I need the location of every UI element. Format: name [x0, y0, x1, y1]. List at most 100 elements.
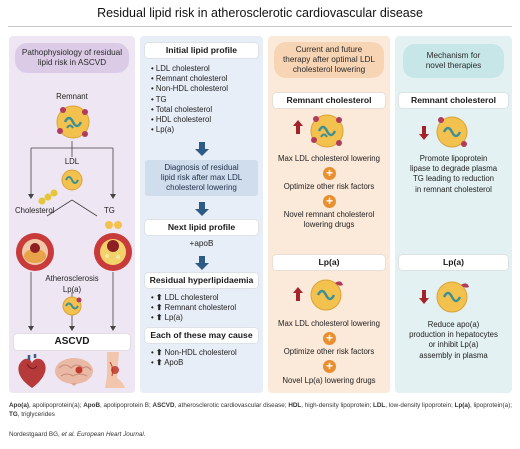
list-item-label: Non-HDL cholesterol — [155, 84, 228, 94]
list-item: • ⬆ ApoB — [151, 358, 259, 368]
header-line: novel therapies — [425, 61, 482, 70]
header-line: therapy after optimal LDL — [283, 55, 375, 64]
list-item: • ⬆ LDL cholesterol — [151, 293, 259, 303]
abbrev-term: HDL — [288, 402, 302, 409]
header-line: lipid risk in ASCVD — [37, 58, 107, 67]
list-item-label: Total cholesterol — [155, 104, 213, 114]
panel-lipid-profile: Initial lipid profile • LDL cholesterol … — [140, 36, 263, 393]
abbrev-def: , atherosclerotic cardiovascular disease… — [174, 402, 289, 409]
up-arrow-icon: ⬆ — [155, 303, 163, 313]
list-item-label: Lp(a) — [155, 125, 175, 135]
text-line: in remnant cholesterol — [415, 184, 492, 194]
cholesterol-label: Cholesterol — [15, 206, 55, 215]
diagnosis-line: lipid risk after max LDL — [160, 173, 243, 182]
remnant-cholesterol-title: Remnant cholesterol — [273, 93, 385, 108]
down-arrow-icon — [195, 202, 209, 216]
list-item: • TG — [151, 95, 259, 105]
abbreviations-line: Apo(a), apolipoprotein(a); ApoB, apolipo… — [9, 402, 515, 411]
remnant-cholesterol-title: Remnant cholesterol — [399, 93, 508, 108]
list-item-label: LDL cholesterol — [155, 64, 210, 73]
ldl-particle-icon — [61, 169, 83, 191]
tg-label: TG — [104, 206, 115, 215]
abbrev-term: LDL — [373, 402, 386, 409]
heart-icon — [18, 354, 46, 388]
therapy-step: Optimize other risk factors — [283, 347, 375, 356]
therapy-step: Novel Lp(a) lowering drugs — [282, 376, 376, 385]
up-arrow-icon: ⬆ — [155, 313, 163, 323]
up-arrow-icon — [293, 120, 303, 134]
residual-list: • ⬆ LDL cholesterol • ⬆ Remnant choleste… — [151, 293, 259, 324]
down-arrow-icon — [419, 126, 429, 140]
leg-icon — [105, 352, 125, 388]
up-arrow-icon: ⬆ — [155, 293, 163, 302]
header-line: Current and future — [295, 45, 363, 54]
lpa-particle-icon — [436, 281, 469, 313]
consequence-list: • ⬆ Non-HDL cholesterol • ⬆ ApoB — [151, 348, 259, 368]
header-line: Mechanism for — [426, 51, 481, 60]
citation: Nordestgaard BG, et al. European Heart J… — [9, 431, 146, 440]
header-line: Pathophysiology of residual — [21, 48, 123, 57]
panel-pathophysiology: Pathophysiology of residual lipid risk i… — [9, 36, 135, 393]
text-line: assembly in plasma — [419, 350, 488, 360]
step-line: lowering drugs — [303, 220, 355, 230]
list-item: • ⬆ Remnant cholesterol — [151, 303, 259, 313]
bullet-icon: • — [151, 293, 154, 302]
list-item: • Total cholesterol — [151, 105, 259, 115]
pathophysiology-header: Pathophysiology of residual lipid risk i… — [15, 43, 129, 73]
citation-journal: et al. European Heart Journal. — [61, 431, 146, 438]
mechanism-text: Promote lipoprotein lipase to degrade pl… — [397, 154, 510, 195]
plus-icon: + — [323, 332, 336, 345]
down-arrow-icon — [195, 256, 209, 270]
diagnosis-line: cholesterol lowering — [166, 183, 237, 192]
bullet-icon: • — [151, 358, 154, 368]
panel-mechanism: Mechanism for novel therapies Remnant ch… — [395, 36, 512, 393]
abbrev-def: , apolipoprotein B; — [100, 402, 153, 409]
up-arrow-icon — [293, 287, 303, 301]
up-arrow-icon: ⬆ — [155, 348, 163, 357]
artery-plaque-icon — [16, 233, 54, 271]
list-item-label: Lp(a) — [164, 313, 183, 323]
residual-header: Residual hyperlipidaemia — [145, 273, 258, 288]
plus-icon: + — [323, 195, 336, 208]
list-item-label: HDL cholesterol — [155, 115, 212, 125]
panel-therapy: Current and future therapy after optimal… — [268, 36, 390, 393]
abbrev-term: TG — [9, 410, 18, 418]
bullet-icon: • — [151, 84, 154, 94]
brain-icon — [55, 358, 93, 386]
bullet-icon: • — [151, 64, 154, 73]
list-item-label: Remnant cholesterol — [155, 74, 228, 84]
each-may-cause-header: Each of these may cause — [145, 328, 258, 343]
diagnosis-box: Diagnosis of residual lipid risk after m… — [145, 160, 258, 196]
ldl-label: LDL — [64, 157, 80, 166]
abbrev-term: ApoB — [83, 402, 100, 409]
down-arrow-icon — [195, 142, 209, 156]
initial-profile-header: Initial lipid profile — [145, 43, 258, 58]
next-profile-header: Next lipid profile — [145, 220, 258, 235]
ascvd-box: ASCVD — [14, 334, 130, 350]
lpa-title: Lp(a) — [273, 255, 385, 270]
text-line: Promote lipoprotein — [419, 154, 488, 163]
abbrev-term: Apo(a) — [9, 402, 29, 409]
bullet-icon: • — [151, 348, 154, 357]
down-arrow-icon — [419, 290, 429, 304]
list-item-label: Remnant cholesterol — [164, 303, 237, 313]
bullet-icon: • — [151, 313, 154, 323]
abbrev-def: , high-density lipoprotein; — [301, 402, 374, 409]
citation-authors: Nordestgaard BG, — [9, 431, 62, 438]
abbrev-def: , triglycerides — [17, 410, 55, 418]
therapy-step: Novel remnant cholesterol lowering drugs — [272, 210, 386, 230]
diagnosis-line: Diagnosis of residual — [164, 163, 239, 172]
list-item-label: TG — [155, 94, 167, 104]
therapy-step: Max LDL cholesterol lowering — [278, 154, 380, 163]
tg-droplets-icon — [105, 221, 122, 229]
text-line: production in hepatocytes — [409, 330, 498, 340]
step-line: Novel remnant cholesterol — [283, 210, 375, 219]
list-item-label: Non-HDL cholesterol — [164, 348, 237, 357]
text-line: lipase to degrade plasma — [409, 164, 498, 174]
list-item: • LDL cholesterol — [151, 64, 259, 74]
text-line: Reduce apo(a) — [427, 320, 480, 329]
lpa-title: Lp(a) — [399, 255, 508, 270]
bullet-icon: • — [151, 303, 154, 313]
abbrev-def: , low-density lipoprotein; — [385, 402, 455, 409]
lpa-label: Lp(a) — [62, 285, 82, 294]
